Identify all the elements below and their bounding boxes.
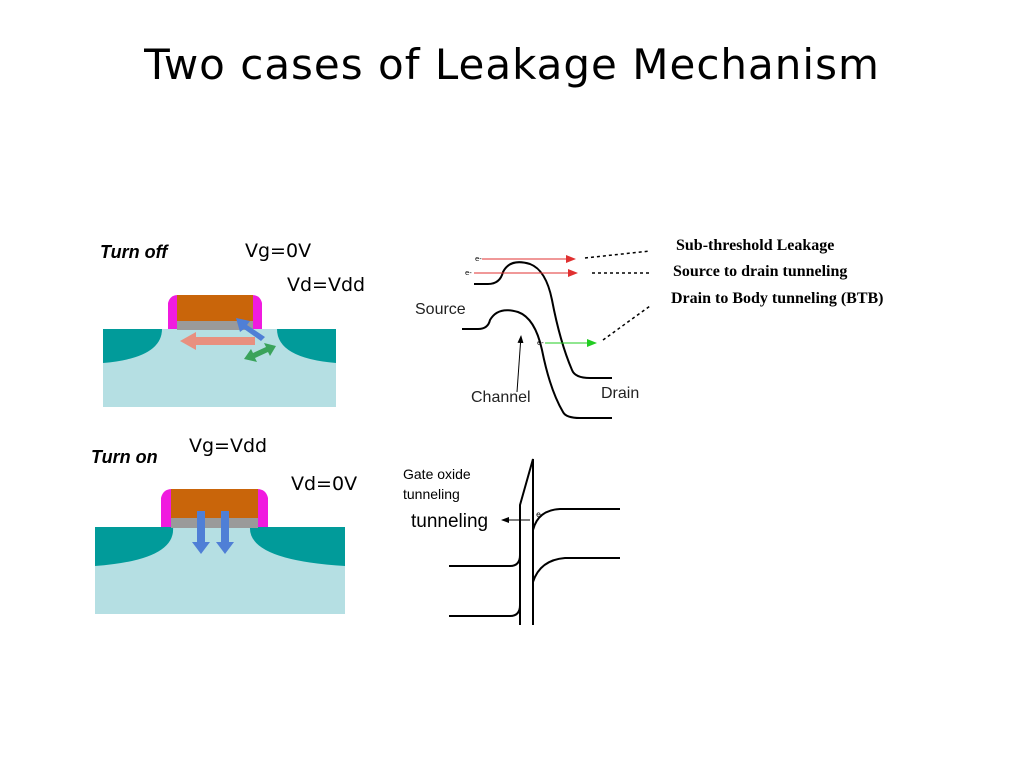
turn-on-spacer-right xyxy=(257,489,268,527)
slide-title: Two cases of Leakage Mechanism xyxy=(144,40,880,89)
substrate-conduction-band xyxy=(532,508,620,531)
turn-on-transistor xyxy=(95,489,345,614)
turn-on-vd-label: Vd=0V xyxy=(291,473,358,495)
gate-oxide-band-diagram xyxy=(449,458,620,625)
tunneling-label: tunneling xyxy=(411,511,489,532)
electron-3: e- xyxy=(537,339,544,347)
turn-off-source-well xyxy=(103,329,162,363)
channel-label: Channel xyxy=(471,389,531,406)
turn-on-label: Turn on xyxy=(91,447,158,467)
turn-off-vg-label: Vg=0V xyxy=(245,240,312,262)
legend-source-to-drain-tunneling: Source to drain tunneling xyxy=(673,263,848,280)
electron-1: e- xyxy=(475,255,482,263)
turn-off-gate-oxide xyxy=(177,321,253,330)
gate-valence-level xyxy=(449,604,521,617)
turn-off-transistor xyxy=(103,295,336,407)
turn-off-spacer-left xyxy=(168,295,178,329)
gate-oxide-caption: Gate oxide tunneling xyxy=(403,464,471,504)
legend-leaders xyxy=(584,250,651,341)
legend-subthreshold-leakage: Sub-threshold Leakage xyxy=(676,237,835,254)
oxide-barrier xyxy=(519,458,534,625)
turn-on-source-well xyxy=(95,527,174,566)
gate-oxide-caption-line1: Gate oxide xyxy=(403,466,471,482)
legend-drain-to-body-tunneling: Drain to Body tunneling (BTB) xyxy=(671,290,884,307)
turn-off-spacer-right xyxy=(252,295,262,329)
turn-on-drain-well xyxy=(249,527,345,566)
turn-off-gate xyxy=(177,295,253,321)
gate-oxide-caption-line2: tunneling xyxy=(403,486,460,502)
gate-electron: e- xyxy=(536,510,544,519)
turn-on-vg-label: Vg=Vdd xyxy=(189,435,268,457)
band-diagram xyxy=(462,261,612,419)
gate-conduction-level xyxy=(449,554,521,567)
drain-label: Drain xyxy=(601,385,640,402)
gate-tunnel-arrow-right xyxy=(216,511,234,554)
gate-tunnel-arrow-left xyxy=(192,511,210,554)
turn-off-gate-tunnel-arrow xyxy=(236,318,265,341)
subthreshold-leakage-arrow xyxy=(180,332,255,350)
channel-pointer xyxy=(516,335,524,393)
conduction-band-curve xyxy=(474,261,612,379)
leader-btb xyxy=(602,305,651,341)
turn-on-gate xyxy=(171,489,258,518)
substrate-valence-band xyxy=(532,557,620,583)
electron-2: e- xyxy=(465,269,472,277)
leader-subthreshold xyxy=(584,250,651,259)
turn-off-drain-well xyxy=(277,329,336,363)
turn-off-vd-label: Vd=Vdd xyxy=(287,274,366,296)
source-label: Source xyxy=(415,301,466,318)
turn-off-label: Turn off xyxy=(100,242,168,262)
btb-tunneling-arrow xyxy=(244,343,276,362)
electron-paths: e- e- e- xyxy=(465,255,597,347)
valence-band-curve xyxy=(462,309,612,419)
turn-on-spacer-left xyxy=(161,489,172,527)
turn-on-gate-oxide xyxy=(171,518,258,528)
